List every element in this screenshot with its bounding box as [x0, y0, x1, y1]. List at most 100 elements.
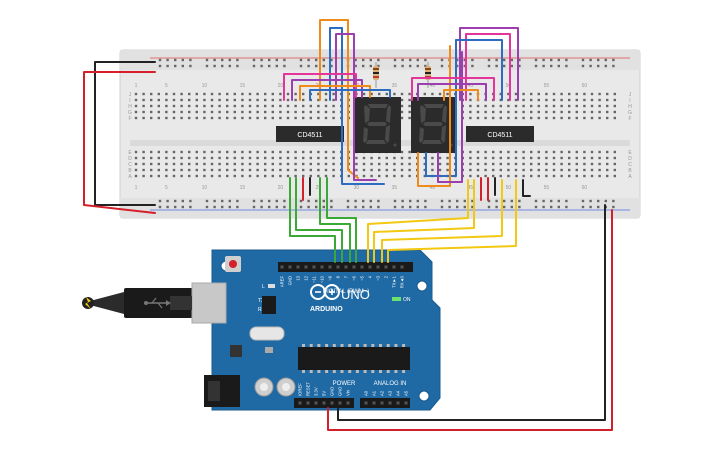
- rail-hole[interactable]: [604, 199, 607, 203]
- breadboard-hole[interactable]: [157, 156, 160, 160]
- breadboard-hole[interactable]: [499, 110, 502, 114]
- breadboard-hole[interactable]: [583, 174, 586, 178]
- breadboard-hole[interactable]: [613, 150, 616, 154]
- breadboard-hole[interactable]: [309, 110, 312, 114]
- breadboard-hole[interactable]: [613, 168, 616, 172]
- breadboard-hole[interactable]: [568, 150, 571, 154]
- breadboard-hole[interactable]: [385, 168, 388, 172]
- rail-hole[interactable]: [416, 58, 419, 62]
- breadboard-hole[interactable]: [294, 110, 297, 114]
- breadboard-hole[interactable]: [286, 156, 290, 160]
- breadboard-hole[interactable]: [286, 168, 290, 172]
- breadboard-hole[interactable]: [150, 98, 153, 102]
- rail-hole[interactable]: [424, 58, 427, 62]
- rail-hole[interactable]: [589, 64, 592, 68]
- breadboard-hole[interactable]: [469, 156, 472, 160]
- breadboard-hole[interactable]: [507, 104, 510, 108]
- breadboard-hole[interactable]: [393, 168, 396, 172]
- breadboard-hole[interactable]: [256, 98, 259, 102]
- breadboard-hole[interactable]: [522, 104, 525, 108]
- breadboard-hole[interactable]: [613, 92, 616, 96]
- rail-hole[interactable]: [307, 64, 310, 68]
- breadboard-hole[interactable]: [537, 98, 540, 102]
- rail-hole[interactable]: [315, 205, 318, 209]
- rail-hole[interactable]: [362, 199, 365, 203]
- breadboard-hole[interactable]: [324, 156, 328, 160]
- rail-hole[interactable]: [283, 58, 286, 62]
- breadboard-hole[interactable]: [248, 110, 252, 114]
- rail-hole[interactable]: [330, 64, 333, 68]
- rail-hole[interactable]: [542, 64, 545, 68]
- breadboard-hole[interactable]: [514, 150, 518, 154]
- breadboard-hole[interactable]: [598, 162, 601, 166]
- breadboard-hole[interactable]: [378, 92, 381, 96]
- breadboard-hole[interactable]: [606, 110, 609, 114]
- rail-hole[interactable]: [456, 64, 459, 68]
- digital-pin-hole[interactable]: [344, 265, 348, 269]
- breadboard-hole[interactable]: [142, 168, 145, 172]
- rail-hole[interactable]: [510, 64, 513, 68]
- breadboard-hole[interactable]: [264, 104, 267, 108]
- breadboard-hole[interactable]: [218, 168, 221, 172]
- breadboard-hole[interactable]: [400, 156, 404, 160]
- breadboard-hole[interactable]: [400, 168, 404, 172]
- rail-hole[interactable]: [354, 64, 357, 68]
- rail-hole[interactable]: [369, 199, 372, 203]
- breadboard-hole[interactable]: [157, 104, 160, 108]
- breadboard-hole[interactable]: [180, 104, 183, 108]
- breadboard-hole[interactable]: [530, 162, 533, 166]
- breadboard-hole[interactable]: [226, 98, 229, 102]
- breadboard-hole[interactable]: [560, 116, 563, 120]
- breadboard-hole[interactable]: [598, 116, 601, 120]
- breadboard-hole[interactable]: [606, 156, 609, 160]
- rail-hole[interactable]: [252, 58, 256, 62]
- breadboard-hole[interactable]: [195, 156, 198, 160]
- rail-hole[interactable]: [401, 199, 404, 203]
- wire-green-3[interactable]: [319, 177, 351, 263]
- breadboard-hole[interactable]: [522, 98, 525, 102]
- rail-hole[interactable]: [158, 64, 162, 68]
- rail-hole[interactable]: [518, 205, 521, 209]
- breadboard-hole[interactable]: [370, 92, 373, 96]
- breadboard-hole[interactable]: [188, 168, 191, 172]
- rail-hole[interactable]: [315, 64, 318, 68]
- breadboard-hole[interactable]: [165, 156, 168, 160]
- breadboard-hole[interactable]: [499, 116, 502, 120]
- jumper-wires[interactable]: [83, 19, 613, 431]
- breadboard-hole[interactable]: [157, 98, 160, 102]
- breadboard-hole[interactable]: [165, 110, 168, 114]
- breadboard-hole[interactable]: [560, 174, 563, 178]
- rail-hole[interactable]: [174, 199, 177, 203]
- breadboard-hole[interactable]: [583, 110, 586, 114]
- breadboard-hole[interactable]: [233, 98, 236, 102]
- breadboard-hole[interactable]: [355, 156, 358, 160]
- breadboard-hole[interactable]: [157, 116, 160, 120]
- rail-hole[interactable]: [362, 205, 365, 209]
- breadboard-hole[interactable]: [568, 162, 571, 166]
- breadboard-hole[interactable]: [142, 162, 145, 166]
- breadboard-hole[interactable]: [507, 98, 510, 102]
- power-pin-hole[interactable]: [346, 401, 350, 405]
- breadboard-hole[interactable]: [606, 116, 609, 120]
- breadboard-hole[interactable]: [530, 150, 533, 154]
- breadboard-hole[interactable]: [484, 150, 487, 154]
- breadboard-hole[interactable]: [469, 168, 472, 172]
- breadboard-hole[interactable]: [522, 116, 525, 120]
- digital-pin-hole[interactable]: [312, 265, 316, 269]
- rail-hole[interactable]: [589, 199, 592, 203]
- breadboard-hole[interactable]: [560, 168, 563, 172]
- breadboard-hole[interactable]: [241, 162, 244, 166]
- breadboard-hole[interactable]: [552, 150, 556, 154]
- wire-green-4[interactable]: [326, 177, 357, 263]
- breadboard-hole[interactable]: [537, 174, 540, 178]
- rail-hole[interactable]: [424, 199, 427, 203]
- breadboard-hole[interactable]: [317, 168, 320, 172]
- breadboard-hole[interactable]: [332, 92, 335, 96]
- rail-hole[interactable]: [597, 199, 600, 203]
- breadboard-hole[interactable]: [606, 104, 609, 108]
- rail-hole[interactable]: [495, 64, 498, 68]
- breadboard-hole[interactable]: [499, 174, 502, 178]
- breadboard-hole[interactable]: [294, 168, 297, 172]
- breadboard-hole[interactable]: [226, 174, 229, 178]
- rail-hole[interactable]: [181, 58, 184, 62]
